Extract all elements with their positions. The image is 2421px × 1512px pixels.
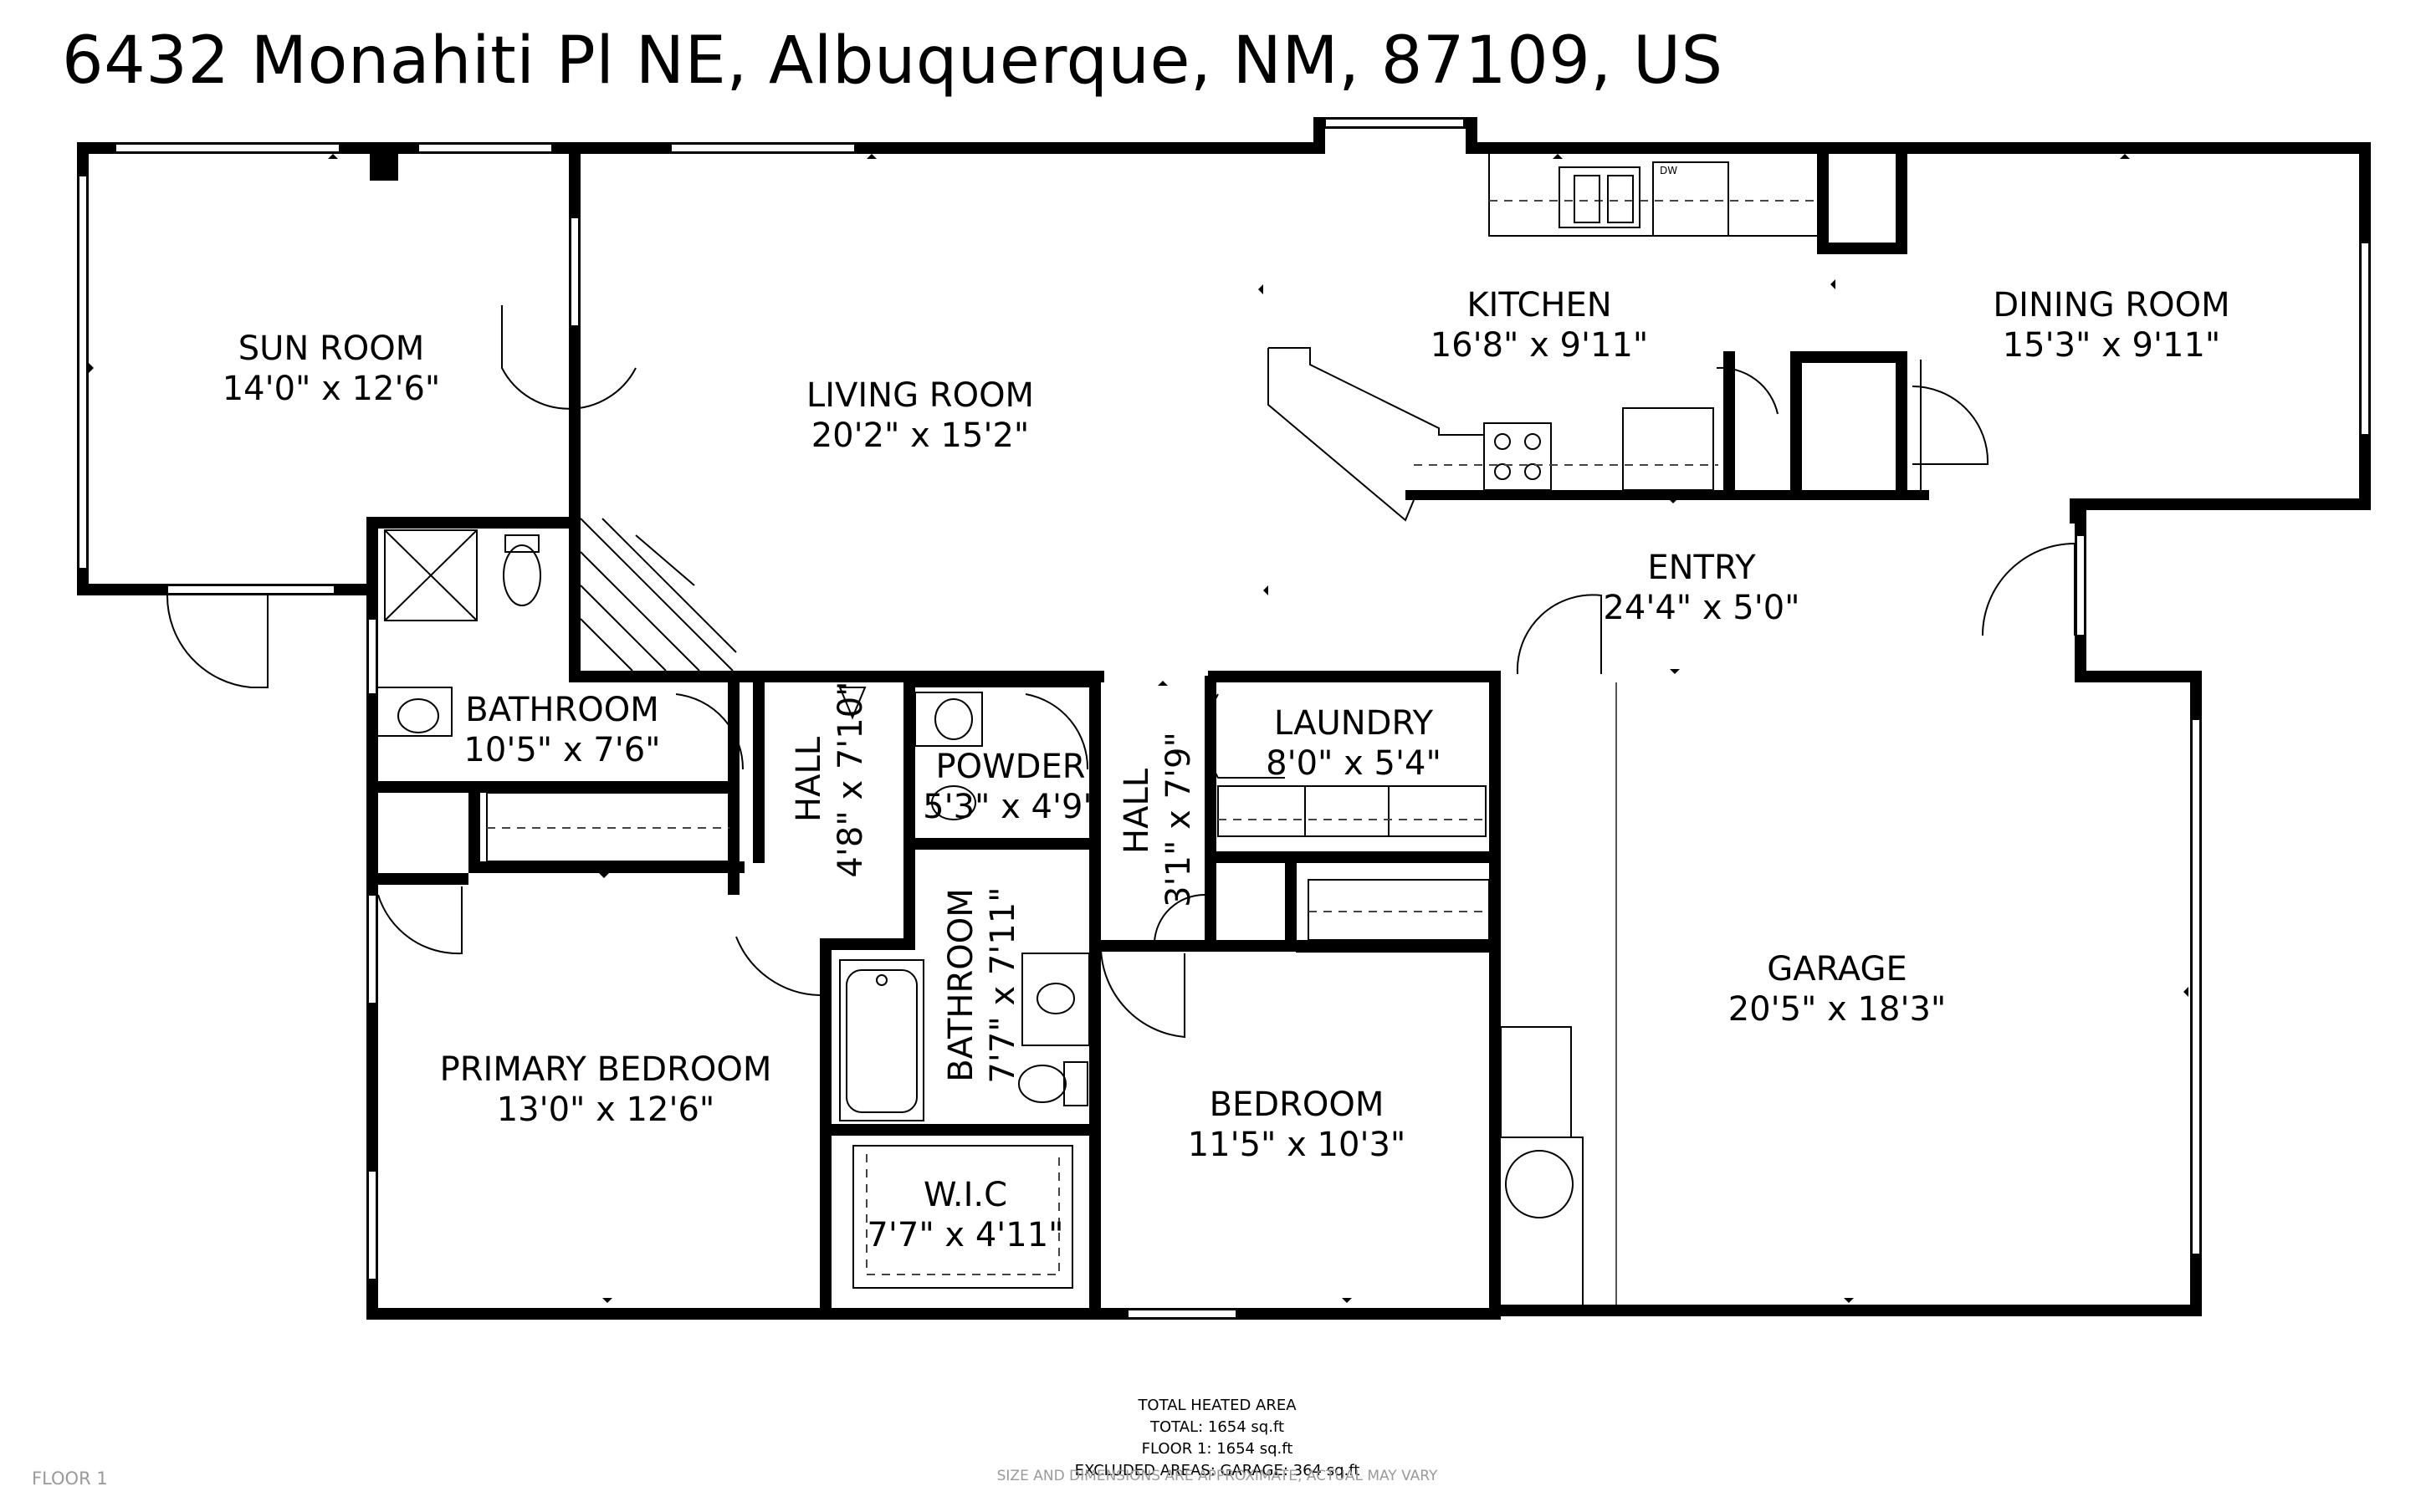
bedroom-dim: 11'5" x 10'3" bbox=[1188, 1126, 1406, 1164]
address-title: 6432 Monahiti Pl NE, Albuquerque, NM, 87… bbox=[62, 23, 1723, 99]
dishwasher-label: DW bbox=[1660, 165, 1677, 176]
disclaimer: SIZE AND DIMENSIONS ARE APPROXIMATE, ACT… bbox=[996, 1468, 1438, 1484]
kitchen-name: KITCHEN bbox=[1466, 286, 1611, 324]
living-room-name: LIVING ROOM bbox=[806, 376, 1034, 415]
room-labels: SUN ROOM 14'0" x 12'6" LIVING ROOM 20'2"… bbox=[223, 286, 2230, 1254]
wall-ticks bbox=[89, 154, 2188, 1303]
windows bbox=[78, 118, 2370, 1319]
living-room-dim: 20'2" x 15'2" bbox=[811, 416, 1030, 455]
entry-name: ENTRY bbox=[1647, 549, 1756, 587]
sun-room-name: SUN ROOM bbox=[238, 329, 425, 368]
bedroom-name: BEDROOM bbox=[1210, 1085, 1385, 1124]
bathroom-1-name: BATHROOM bbox=[465, 691, 658, 729]
laundry-name: LAUNDRY bbox=[1274, 704, 1434, 743]
hall-1-name: HALL bbox=[790, 736, 828, 822]
dining-room-dim: 15'3" x 9'11" bbox=[2003, 326, 2221, 365]
summary-line-3: FLOOR 1: 1654 sq.ft bbox=[1141, 1440, 1293, 1458]
summary-line-1: TOTAL HEATED AREA bbox=[1138, 1397, 1297, 1414]
primary-bedroom-name: PRIMARY BEDROOM bbox=[440, 1050, 772, 1089]
hall-2-dim: 3'1" x 7'9" bbox=[1159, 732, 1198, 907]
summary-line-2: TOTAL: 1654 sq.ft bbox=[1149, 1418, 1285, 1436]
floor-label: FLOOR 1 bbox=[32, 1469, 108, 1489]
summary-line-4: EXCLUDED AREAS: GARAGE: 364 sq.ft bbox=[1074, 1462, 1360, 1479]
sun-room-dim: 14'0" x 12'6" bbox=[223, 370, 441, 408]
fixtures: DW bbox=[378, 154, 1922, 1305]
wic-name: W.I.C bbox=[924, 1176, 1007, 1214]
dining-room-name: DINING ROOM bbox=[1993, 286, 2229, 324]
wic-dim: 7'7" x 4'11" bbox=[867, 1216, 1063, 1254]
garage-name: GARAGE bbox=[1767, 950, 1907, 988]
kitchen-dim: 16'8" x 9'11" bbox=[1431, 326, 1649, 365]
powder-dim: 5'3" x 4'9" bbox=[923, 788, 1098, 826]
entry-dim: 24'4" x 5'0" bbox=[1603, 589, 1799, 627]
primary-bedroom-dim: 13'0" x 12'6" bbox=[497, 1091, 715, 1129]
laundry-dim: 8'0" x 5'4" bbox=[1266, 744, 1441, 783]
garage-dim: 20'5" x 18'3" bbox=[1728, 990, 1947, 1029]
hall-2-name: HALL bbox=[1118, 768, 1156, 854]
area-summary: TOTAL HEATED AREA TOTAL: 1654 sq.ft FLOO… bbox=[1037, 1395, 1397, 1482]
hall-1-dim: 4'8" x 7'10" bbox=[832, 681, 870, 877]
door-swings bbox=[166, 305, 2076, 1039]
bathroom-2-name: BATHROOM bbox=[942, 888, 980, 1081]
bathroom-2-dim: 7'7" x 7'11" bbox=[984, 886, 1022, 1083]
bathroom-1-dim: 10'5" x 7'6" bbox=[463, 731, 660, 769]
powder-name: POWDER bbox=[935, 748, 1085, 786]
